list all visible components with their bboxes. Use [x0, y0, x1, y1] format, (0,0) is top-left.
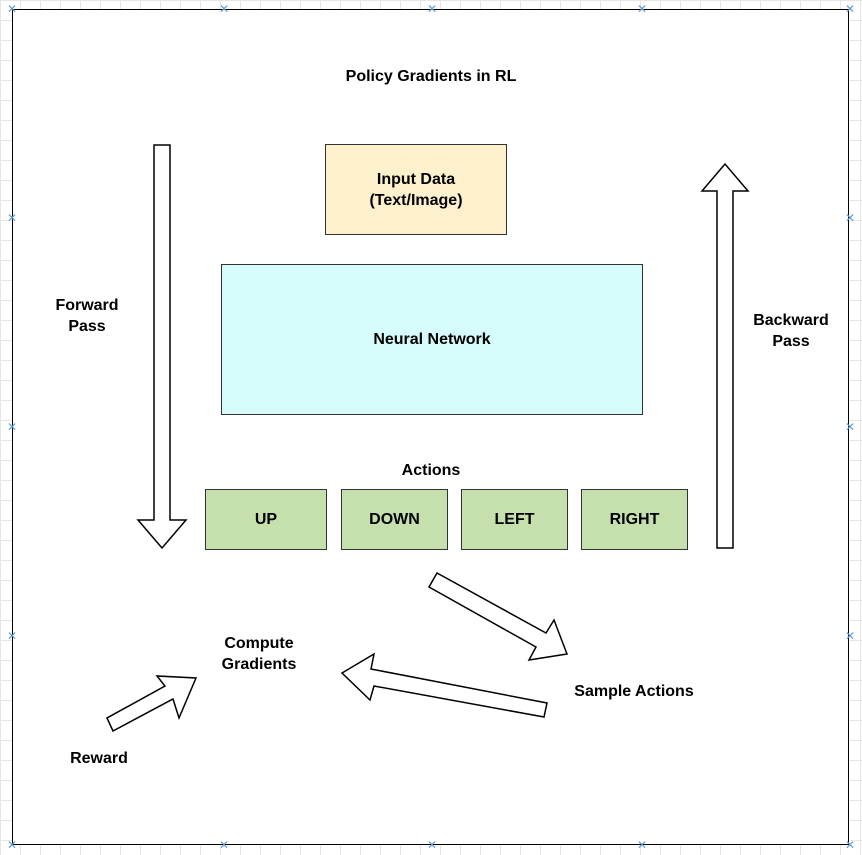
- selection-handle-icon[interactable]: ✕: [218, 2, 230, 16]
- selection-handle-icon[interactable]: ✕: [844, 838, 856, 852]
- selection-handle-icon[interactable]: ✕: [6, 420, 18, 434]
- input-data-box[interactable]: Input Data (Text/Image): [325, 144, 507, 235]
- backward-pass-line1: Backward: [753, 312, 829, 329]
- neural-network-box[interactable]: Neural Network: [221, 264, 643, 415]
- forward-pass-line1: Forward: [55, 297, 119, 314]
- selection-handle-icon[interactable]: ✕: [844, 2, 856, 16]
- actions-title: Actions: [401, 462, 461, 479]
- forward-pass-line2: Pass: [68, 318, 106, 335]
- sample-actions-arrow[interactable]: [427, 571, 569, 661]
- selection-handle-icon[interactable]: ✕: [6, 2, 18, 16]
- reward-label: Reward: [70, 750, 128, 767]
- neural-network-label: Neural Network: [373, 331, 491, 348]
- selection-handle-icon[interactable]: ✕: [6, 211, 18, 225]
- action-down[interactable]: DOWN: [341, 489, 448, 550]
- selection-handle-icon[interactable]: ✕: [426, 838, 438, 852]
- action-up[interactable]: UP: [205, 489, 327, 550]
- reward-arrow[interactable]: [106, 675, 198, 733]
- input-data-line2: (Text/Image): [369, 191, 463, 209]
- action-left[interactable]: LEFT: [461, 489, 568, 550]
- forward-pass-arrow[interactable]: [136, 144, 188, 550]
- action-down-label: DOWN: [369, 511, 420, 528]
- compute-gradients-label: Compute Gradients: [199, 633, 319, 675]
- selection-handle-icon[interactable]: ✕: [844, 629, 856, 643]
- sample-actions-label: Sample Actions: [574, 683, 694, 700]
- backward-pass-line2: Pass: [772, 333, 810, 350]
- action-right[interactable]: RIGHT: [581, 489, 688, 550]
- selection-handle-icon[interactable]: ✕: [218, 838, 230, 852]
- action-right-label: RIGHT: [609, 511, 660, 528]
- action-up-label: UP: [254, 511, 278, 528]
- backward-pass-arrow[interactable]: [700, 162, 750, 549]
- compute-gradients-line1: Compute: [224, 635, 294, 652]
- compute-gradients-line2: Gradients: [221, 656, 297, 673]
- selection-handle-icon[interactable]: ✕: [636, 838, 648, 852]
- page-title: Policy Gradients in RL: [345, 68, 517, 85]
- selection-handle-icon[interactable]: ✕: [844, 420, 856, 434]
- input-data-line1: Input Data: [376, 170, 456, 188]
- selection-handle-icon[interactable]: ✕: [6, 629, 18, 643]
- forward-pass-label: Forward Pass: [37, 295, 137, 337]
- compute-gradients-arrow[interactable]: [340, 652, 548, 718]
- selection-handle-icon[interactable]: ✕: [844, 211, 856, 225]
- action-left-label: LEFT: [494, 511, 535, 528]
- selection-handle-icon[interactable]: ✕: [6, 838, 18, 852]
- selection-handle-icon[interactable]: ✕: [636, 2, 648, 16]
- selection-handle-icon[interactable]: ✕: [426, 2, 438, 16]
- backward-pass-label: Backward Pass: [731, 310, 851, 352]
